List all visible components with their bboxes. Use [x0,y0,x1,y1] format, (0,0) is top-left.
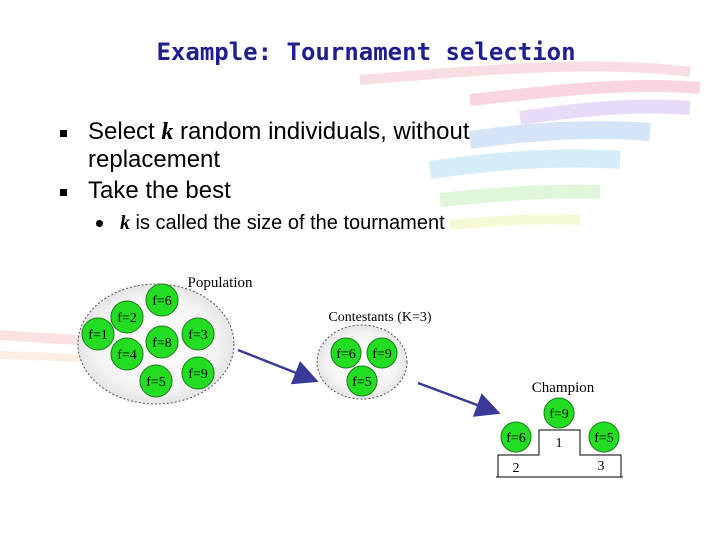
population-individual: f=5 [139,364,173,398]
population-individual: f=4 [110,337,144,371]
square-bullet-icon [60,189,67,196]
svg-text:f=6: f=6 [336,347,356,362]
contestant-individual: f=6 [330,337,362,369]
svg-text:f=2: f=2 [117,311,137,326]
svg-text:f=4: f=4 [117,348,137,363]
population-individual: f=1 [81,317,115,351]
population-individual: f=6 [145,283,179,317]
population-individual: f=9 [181,356,215,390]
round-bullet-icon [96,220,103,227]
population-label: Population [187,275,253,291]
contestant-individual: f=5 [346,365,378,397]
population-individual: f=8 [145,325,179,359]
podium-rank-2: 2 [513,461,520,476]
svg-text:f=5: f=5 [594,431,614,446]
bullet-1-after: random individuals, without replacement [88,118,470,173]
podium-second-individual: f=6 [500,421,532,453]
svg-text:f=3: f=3 [188,328,208,343]
podium-third-individual: f=5 [588,421,620,453]
svg-text:f=9: f=9 [549,407,569,422]
svg-text:f=9: f=9 [188,367,208,382]
sub-bullet-k: k [120,212,130,234]
sub-bullet: k is called the size of the tournament [60,211,580,235]
bullet-1-before: Select [88,118,162,145]
svg-text:f=6: f=6 [506,431,526,446]
svg-text:f=5: f=5 [352,375,372,390]
podium-first-individual: f=9 [543,397,575,429]
svg-text:f=8: f=8 [152,336,172,351]
podium-rank-1: 1 [556,436,563,451]
svg-text:f=5: f=5 [146,375,166,390]
population-individual: f=3 [181,317,215,351]
selection-arrow [237,348,319,385]
champion-label: Champion [532,380,595,396]
bullet-1: Select k random individuals, without rep… [60,118,580,174]
svg-text:f=9: f=9 [372,347,392,362]
ranking-arrow [417,381,501,417]
sub-bullet-text: is called the size of the tournament [130,212,445,234]
contestant-individual: f=9 [366,337,398,369]
bullet-1-k: k [161,119,174,145]
svg-text:f=1: f=1 [88,328,108,343]
podium-rank-3: 3 [598,459,605,474]
svg-text:f=6: f=6 [152,294,172,309]
contestants-label: Contestants (K=3) [328,310,431,325]
square-bullet-icon [60,130,67,137]
bullet-list: Select k random individuals, without rep… [60,118,580,235]
bullet-2-text: Take the best [88,177,231,204]
podium-steps [497,429,622,477]
slide-title: Example: Tournament selection [156,38,576,66]
population-individual: f=2 [110,300,144,334]
bullet-2: Take the best [60,177,580,205]
